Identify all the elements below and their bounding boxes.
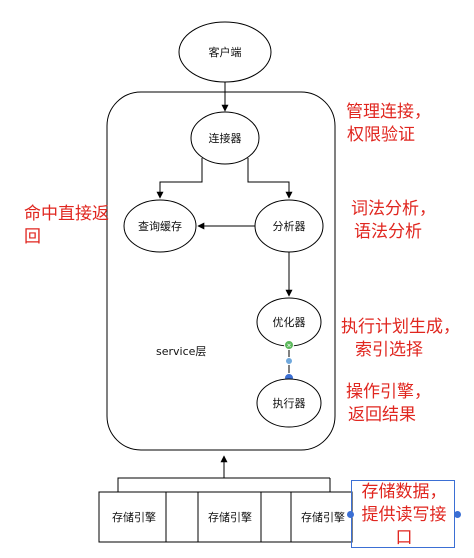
connector-node[interactable] <box>190 111 260 165</box>
optimizer-label: 优化器 <box>273 315 306 329</box>
connector-to-cache-arrow <box>156 158 203 199</box>
cache-annotation: 命中直接返 回 <box>24 203 109 249</box>
edge-midpoint-handle[interactable] <box>285 357 293 365</box>
analyzer-annotation: 词法分析， 语法分析 <box>351 198 436 244</box>
storage-engine-label: 存储引擎 <box>301 510 345 524</box>
optimizer-annotation: 执行计划生成， 索引选择 <box>341 316 460 362</box>
edge-delete-handle[interactable] <box>284 340 294 350</box>
annotation-line: 索引选择 <box>355 340 423 360</box>
annotation-line: 口 <box>395 528 413 548</box>
connector-to-analyzer-arrow <box>247 158 293 199</box>
annotation-line: 语法分析 <box>354 222 422 242</box>
annotation-line: 执行计划生成， <box>341 317 460 337</box>
annotation-line: 操作引擎， <box>346 382 431 402</box>
resize-handle[interactable] <box>454 511 461 518</box>
annotation-line: 管理连接， <box>346 102 431 122</box>
annotation-line: 存储数据， <box>361 482 447 502</box>
annotation-line: 命中直接返 <box>24 204 109 224</box>
client-label: 客户端 <box>209 45 242 59</box>
service-layer-box <box>106 91 336 451</box>
resize-handle[interactable] <box>347 511 354 518</box>
service-layer-label: service层 <box>156 345 206 358</box>
executor-annotation: 操作引擎， 返回结果 <box>346 381 431 427</box>
engines-to-service-arrow <box>117 455 228 492</box>
annotation-line: 权限验证 <box>347 125 415 145</box>
annotation-line: 词法分析， <box>351 199 436 219</box>
connector-annotation: 管理连接， 权限验证 <box>346 101 431 147</box>
query-cache-label: 查询缓存 <box>138 219 182 233</box>
storage-engine-label: 存储引擎 <box>208 510 252 524</box>
annotation-line: 返回结果 <box>348 405 416 425</box>
analyzer-label: 分析器 <box>273 219 306 233</box>
query-cache-node[interactable] <box>123 199 197 253</box>
storage-engine-label: 存储引擎 <box>112 510 156 524</box>
delete-icon: ✕ <box>286 343 291 350</box>
storage-engine-row <box>98 491 353 543</box>
annotation-line: 提供读写接 <box>361 505 447 525</box>
annotation-line: 回 <box>24 227 41 247</box>
executor-node[interactable] <box>256 378 322 428</box>
connector-label: 连接器 <box>209 132 242 145</box>
executor-label: 执行器 <box>273 396 306 410</box>
engine-annotation: 存储数据， 提供读写接 口 <box>358 481 450 550</box>
